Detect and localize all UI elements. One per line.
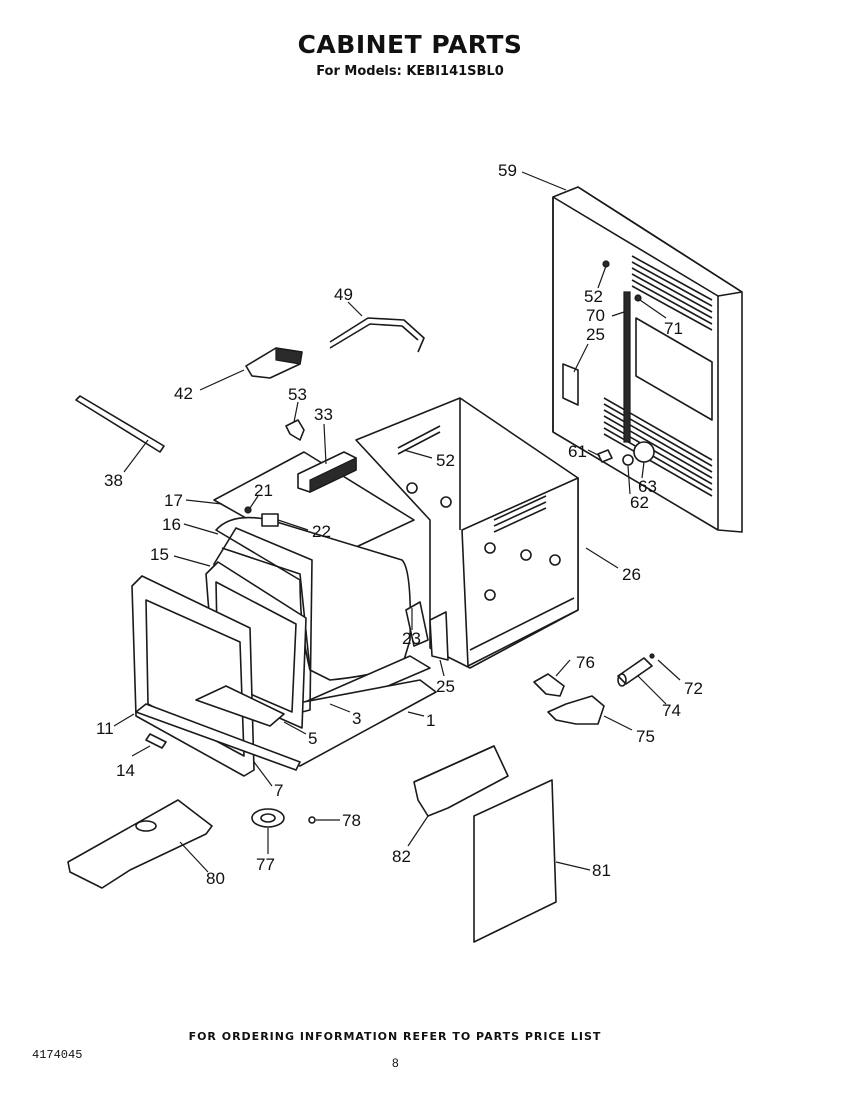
part-59-rear-panel: [552, 186, 743, 533]
callout-49: 49: [334, 285, 353, 304]
part-14-clip: [145, 733, 167, 749]
callout-70: 70: [586, 306, 605, 325]
oven-cabinet-body: [213, 397, 579, 767]
callout-14: 14: [116, 761, 135, 780]
document-number: 4174045: [32, 1048, 83, 1062]
callout-53: 53: [288, 385, 307, 404]
callout-80: 80: [206, 869, 225, 888]
callout-42: 42: [174, 384, 193, 403]
callout-59: 59: [498, 161, 517, 180]
callout-38: 38: [104, 471, 123, 490]
door-frames: [131, 527, 313, 777]
small-parts-right: [533, 653, 655, 725]
callout-61: 61: [568, 442, 587, 461]
page-title: CABINET PARTS: [297, 30, 523, 59]
callout-78: 78: [342, 811, 361, 830]
callout-5: 5: [308, 729, 317, 748]
callout-15: 15: [150, 545, 169, 564]
callout-3: 3: [352, 709, 361, 728]
callout-16: 16: [162, 515, 181, 534]
callout-76: 76: [576, 653, 595, 672]
callout-52-cabinet: 52: [436, 451, 455, 470]
callout-25-cabinet: 25: [436, 677, 455, 696]
ordering-info-note: FOR ORDERING INFORMATION REFER TO PARTS …: [188, 1030, 602, 1043]
callout-21: 21: [254, 481, 273, 500]
leader-lines: [113, 171, 681, 873]
part-77-socket: [251, 808, 285, 828]
callout-72: 72: [684, 679, 703, 698]
part-80-plate: [67, 799, 213, 889]
callout-1: 1: [426, 711, 435, 730]
callout-74: 74: [662, 701, 681, 720]
part-49-rod: [329, 317, 425, 353]
callout-62: 62: [630, 493, 649, 512]
callout-22: 22: [312, 522, 331, 541]
callout-33: 33: [314, 405, 333, 424]
callout-7: 7: [274, 781, 283, 800]
callout-52: 52: [584, 287, 603, 306]
callout-26: 26: [622, 565, 641, 584]
callout-82: 82: [392, 847, 411, 866]
callout-23: 23: [402, 629, 421, 648]
callout-71: 71: [664, 319, 683, 338]
callout-75: 75: [636, 727, 655, 746]
callout-63: 63: [638, 477, 657, 496]
part-82-bracket: [413, 745, 509, 817]
part-53-clip: [285, 419, 305, 441]
part-38-strip: [75, 395, 165, 453]
part-81-panel: [473, 779, 557, 943]
callout-17: 17: [164, 491, 183, 510]
callout-77: 77: [256, 855, 275, 874]
callout-labels: 59 52 70 71 25 61 63 62 49 42 53 33 52 3…: [96, 161, 703, 888]
callout-81: 81: [592, 861, 611, 880]
callout-11: 11: [96, 719, 114, 738]
part-42-bracket: [245, 347, 303, 379]
callout-25: 25: [586, 325, 605, 344]
page-number: 8: [392, 1056, 399, 1070]
part-78-screw: [308, 816, 316, 824]
model-subtitle: For Models: KEBI141SBL0: [316, 64, 504, 79]
